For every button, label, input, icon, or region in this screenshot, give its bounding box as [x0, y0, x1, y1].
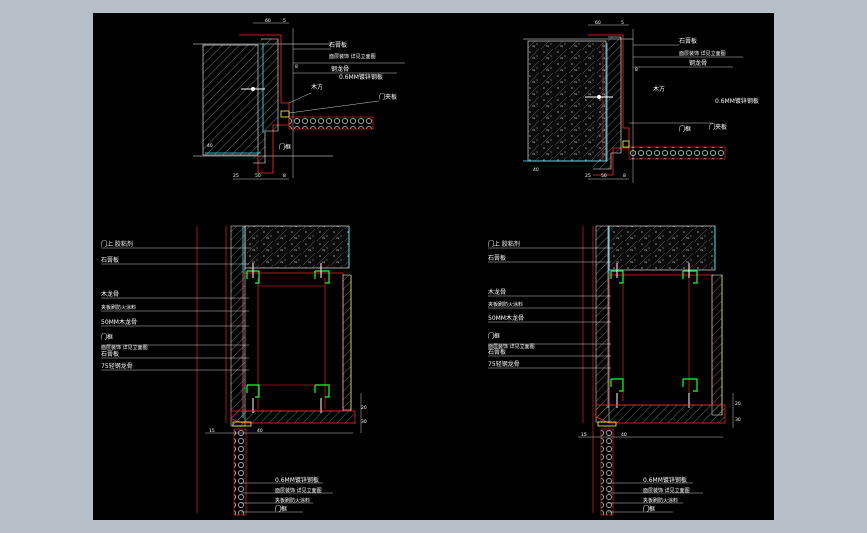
dim-25: 25 — [585, 173, 591, 179]
yellow-sill — [232, 421, 252, 427]
yellow-sealant — [280, 110, 290, 118]
label-timber-stud: 木龙骨 — [488, 288, 506, 296]
label-timber: 木方 — [653, 85, 665, 93]
label-gypsum: 石膏板 — [488, 254, 506, 262]
dim-25: 25 — [233, 173, 239, 179]
label-plywood-b: 夹板刷防火涂料 — [275, 497, 310, 504]
yellow-sill — [597, 421, 617, 427]
label-plywood-fire: 夹板刷防火涂料 — [101, 304, 136, 311]
label-finish: 面层装饰 详见立面图 — [488, 343, 535, 350]
green-stud-3 — [246, 384, 260, 398]
green-stud-3 — [610, 378, 624, 392]
bottom-sill — [230, 410, 356, 424]
leader-5 — [288, 100, 380, 114]
label-50mm-stud: 50MM木龙骨 — [488, 314, 524, 322]
green-stud-4 — [314, 384, 330, 398]
right-jamb — [342, 274, 352, 411]
label-frame-b: 门框 — [643, 505, 655, 513]
dim-40: 40 — [207, 143, 213, 149]
leader-4 — [288, 92, 312, 104]
dim-5: 5 — [283, 18, 286, 24]
dim-20: 20 — [735, 401, 741, 407]
label-gypsum-2: 石膏板 — [101, 350, 119, 358]
dim-40: 40 — [533, 167, 539, 173]
wall-block — [202, 44, 259, 156]
dim-60: 60 — [265, 18, 271, 24]
label-plywood-b: 夹板刷防火涂料 — [643, 497, 678, 504]
dim-5: 5 — [621, 20, 624, 26]
label-plywood-fire: 夹板刷防火涂料 — [488, 301, 523, 308]
cad-drawing: 石膏板 面层装饰 详见立面图 钢龙骨 0.6MM镀锌钢板 木方 门框 门夹板 6… — [101, 18, 759, 516]
label-steel-stud: 钢龙骨 — [689, 59, 707, 67]
label-steel-stud: 钢龙骨 — [331, 65, 349, 73]
label-timber: 木方 — [311, 83, 323, 91]
label-timber-stud: 木龙骨 — [101, 290, 119, 298]
label-50mm-stud: 50MM木龙骨 — [101, 318, 137, 326]
green-stud-4 — [682, 378, 698, 392]
label-finish: 面层装饰 详见立面图 — [101, 344, 148, 351]
label-gypsum: 石膏板 — [329, 41, 347, 49]
label-door-frame: 门框 — [679, 125, 691, 133]
detail-top-right: 石膏板 面层装饰 详见立面图 钢龙骨 0.6MM镀锌钢板 木方 门框 门夹板 6… — [523, 20, 759, 183]
label-head-adhesive: 门上 胶粘剂 — [101, 240, 133, 248]
floor-slab — [288, 116, 374, 130]
green-stud-2 — [682, 270, 698, 284]
label-steel-sheet: 0.6MM镀锌钢板 — [339, 73, 383, 81]
bottom-sill — [595, 404, 726, 424]
label-finish-b: 面层装饰 详见立面图 — [275, 487, 322, 494]
label-door-plywood: 门夹板 — [709, 123, 727, 131]
label-frame-b: 门框 — [275, 505, 287, 513]
hatched-jamb — [595, 225, 610, 423]
yellow-sealant — [622, 140, 630, 148]
label-steel-sheet: 0.6MM镀锌钢板 — [275, 476, 319, 484]
label-gypsum: 石膏板 — [679, 37, 697, 45]
label-head-adhesive: 门上 胶粘剂 — [488, 240, 520, 248]
floor-column — [233, 428, 247, 516]
label-gypsum-2: 石膏板 — [488, 348, 506, 356]
label-finish-b: 面层装饰 详见立面图 — [643, 487, 690, 494]
detail-bottom-right: 门上 胶粘剂 石膏板 木龙骨 夹板刷防火涂料 50MM木龙骨 门框 面层装饰 详… — [488, 225, 741, 516]
detail-top-left: 石膏板 面层装饰 详见立面图 钢龙骨 0.6MM镀锌钢板 木方 门框 门夹板 6… — [193, 18, 405, 180]
floor-slab — [628, 146, 726, 160]
dim-30: 30 — [361, 419, 367, 425]
door-frame — [253, 38, 279, 164]
dim-50: 50 — [255, 173, 261, 179]
bolt-head — [597, 95, 601, 99]
steel-sheet — [588, 34, 630, 176]
dim-15: 15 — [581, 432, 587, 438]
label-door-frame: 门框 — [488, 332, 500, 340]
bolt-head — [251, 87, 255, 91]
cad-viewport[interactable]: 石膏板 面层装饰 详见立面图 钢龙骨 0.6MM镀锌钢板 木方 门框 门夹板 6… — [93, 13, 774, 520]
label-75-stud: 75轻钢龙骨 — [488, 360, 520, 368]
label-finish: 面层装饰 详见立面图 — [679, 50, 726, 57]
dim-30: 30 — [735, 417, 741, 423]
concrete-head — [244, 225, 350, 269]
dim-15: 15 — [209, 428, 215, 434]
label-steel-sheet: 0.6MM镀锌钢板 — [643, 476, 687, 484]
detail-bottom-left: 门上 胶粘剂 石膏板 木龙骨 夹板刷防火涂料 50MM木龙骨 门框 面层装饰 详… — [101, 225, 367, 516]
label-finish: 面层装饰 详见立面图 — [329, 53, 376, 60]
dim-40: 40 — [257, 428, 263, 434]
label-steel-sheet: 0.6MM镀锌钢板 — [715, 97, 759, 105]
dim-40: 40 — [621, 432, 627, 438]
label-gypsum: 石膏板 — [101, 256, 119, 264]
label-75-stud: 75轻钢龙骨 — [101, 362, 133, 370]
dim-50: 50 — [601, 173, 607, 179]
label-door-frame: 门框 — [101, 333, 113, 341]
dim-60: 60 — [595, 20, 601, 26]
green-stud-2 — [314, 270, 330, 284]
concrete-wall — [527, 40, 607, 162]
concrete-head — [608, 225, 716, 271]
dim-8b: 8 — [623, 173, 626, 179]
floor-column — [600, 428, 614, 516]
dim-8: 8 — [295, 64, 298, 70]
dim-20: 20 — [361, 405, 367, 411]
label-door-frame: 门框 — [279, 143, 291, 151]
label-door-plywood: 门夹板 — [379, 93, 397, 101]
right-jamb — [711, 274, 723, 416]
dim-8: 8 — [635, 67, 638, 73]
dim-8b: 8 — [283, 173, 286, 179]
